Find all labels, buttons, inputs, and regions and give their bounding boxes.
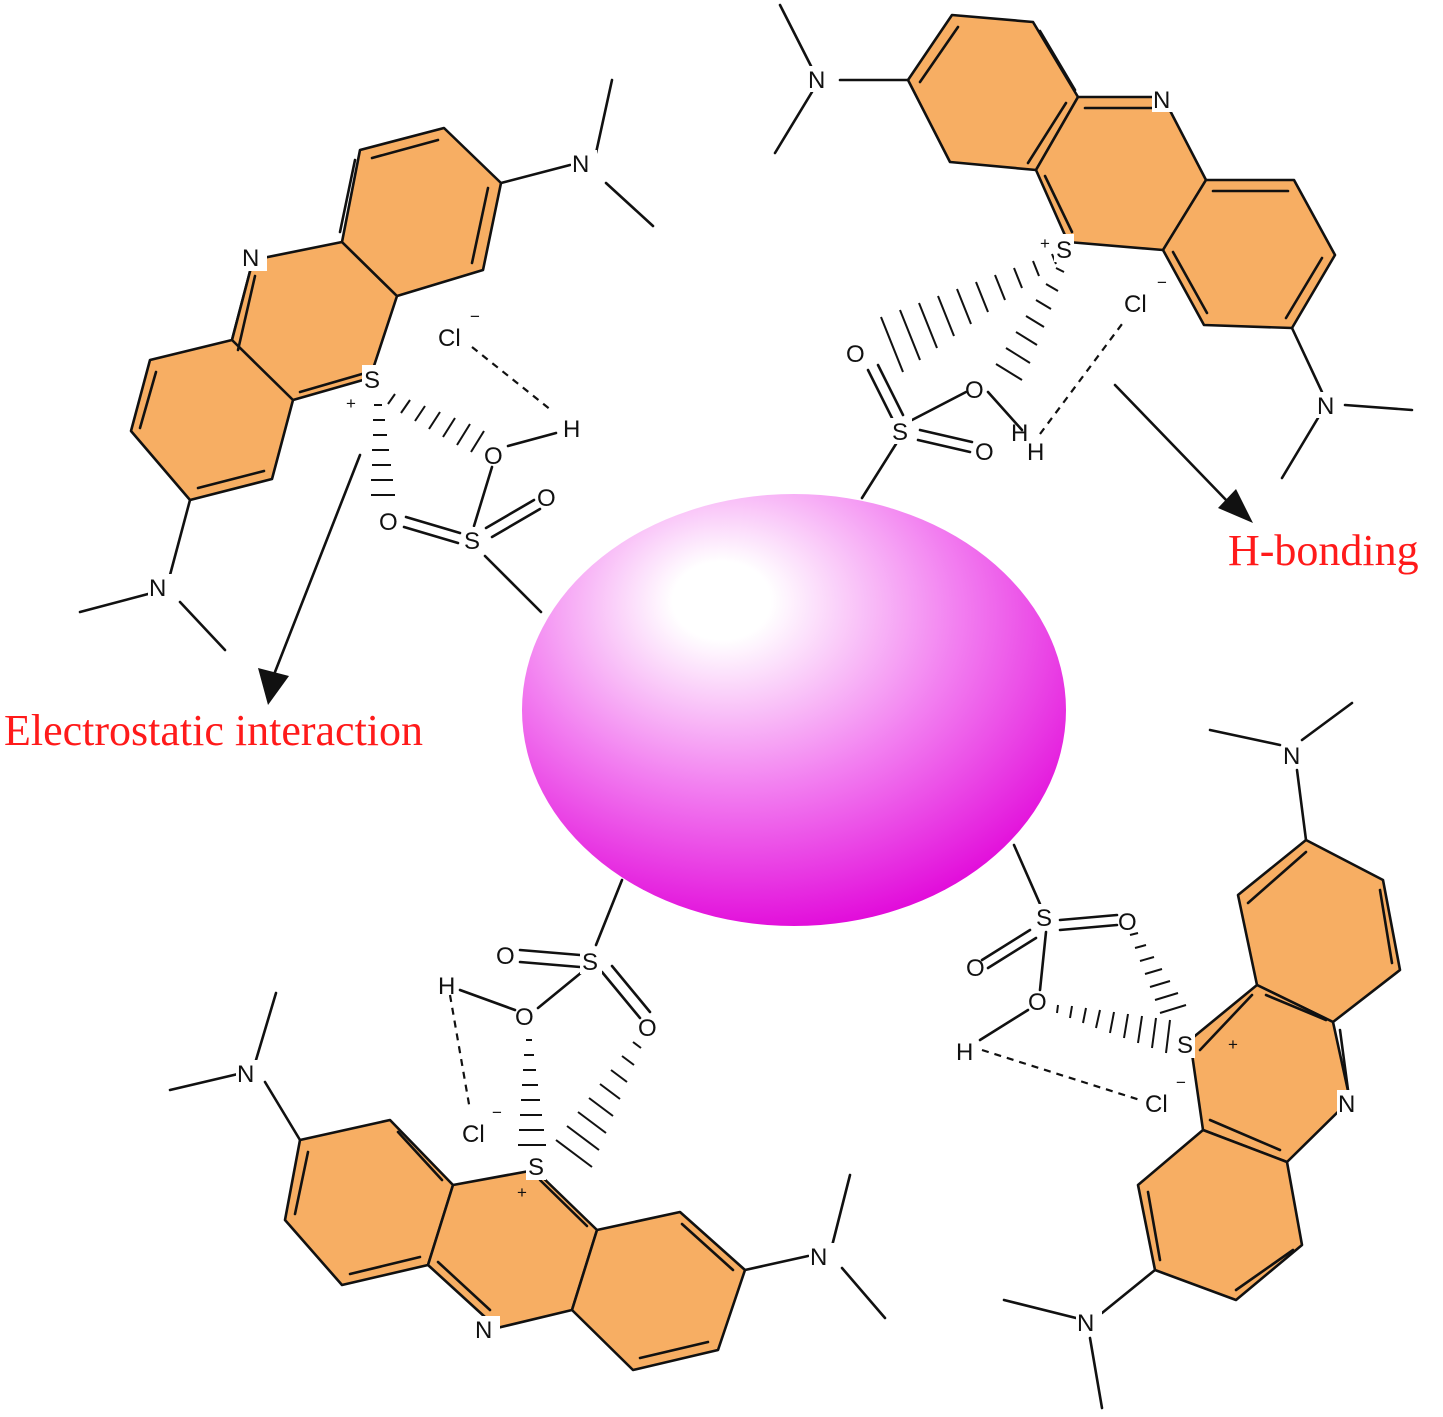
nitrogen-atom: N [1317, 393, 1334, 420]
nitrogen-atom: N [810, 1244, 827, 1271]
sulfur-atom: S [1177, 1032, 1193, 1059]
ring-left [283, 1118, 455, 1287]
nitrogen-atom: N [242, 245, 259, 272]
minus-charge: − [1157, 273, 1167, 292]
minus-charge: − [1176, 1073, 1186, 1092]
hatch-s-oh [387, 393, 485, 453]
chloride-ion: Cl [1145, 1091, 1168, 1118]
nitrogen-atom: N [1338, 1091, 1355, 1118]
hydrogen-atom: H [1011, 420, 1028, 447]
oxygen-atom: O [975, 439, 994, 466]
oxygen-atom: O [965, 377, 984, 404]
nitrogen-atom: N [237, 1061, 254, 1088]
oxygen-atom: O [638, 1015, 657, 1042]
oxygen-atom: O [484, 443, 503, 470]
arrow-head-h-bonding [1218, 489, 1253, 523]
hatch-s-o [1129, 932, 1187, 1014]
hydrogen-atom: H [956, 1039, 973, 1066]
plus-charge: + [346, 394, 356, 413]
hatch-s-oh [1056, 1004, 1171, 1054]
hatch-s-o [880, 253, 1057, 373]
plus-charge: + [1228, 1035, 1238, 1054]
sulfur-atom: S [1036, 905, 1052, 932]
methylene-blue-top-left: N N N S + Cl − H O O S O [78, 78, 655, 705]
chloride-ion: Cl [438, 325, 461, 352]
hydrogen-atom: H [1027, 439, 1044, 466]
ring-right [570, 1210, 747, 1372]
sulfur-atom: S [528, 1154, 544, 1181]
adsorbent-sphere [522, 494, 1066, 926]
minus-charge: − [470, 307, 480, 326]
chloride-ion: Cl [1124, 291, 1147, 318]
hydrogen-atom: H [438, 973, 455, 1000]
nitrogen-atom: N [475, 1317, 492, 1344]
sulfur-atom: S [582, 949, 598, 976]
ring-middle [426, 1168, 599, 1330]
hatch-s-oh [518, 1039, 546, 1146]
nitrogen-atom: N [1077, 1310, 1094, 1337]
oxygen-atom: O [379, 509, 398, 536]
nitrogen-atom: N [1283, 743, 1300, 770]
plus-charge: + [1040, 234, 1050, 253]
sulfur-atom: S [1056, 237, 1072, 264]
oxygen-atom: O [537, 485, 556, 512]
nitrogen-atom: N [149, 575, 166, 602]
hatch-s-oh [995, 267, 1065, 381]
oxygen-atom: O [515, 1004, 534, 1031]
hydrogen-atom: H [563, 416, 580, 443]
h-bonding-label: H-bonding [1228, 526, 1419, 575]
oxygen-atom: O [966, 955, 985, 982]
sulfur-atom: S [892, 419, 908, 446]
methylene-blue-bottom-left: N N N S + Cl − H O O S O [168, 878, 887, 1372]
ring-bottom [1136, 1128, 1304, 1302]
oxygen-atom: O [1118, 909, 1137, 936]
nitrogen-atom: N [572, 151, 589, 178]
nitrogen-atom: N [1153, 87, 1170, 114]
minus-charge: − [492, 1103, 502, 1122]
sulfur-atom: S [364, 367, 380, 394]
sulfur-atom: S [464, 528, 480, 555]
nitrogen-atom: N [808, 67, 825, 94]
oxygen-atom: O [846, 341, 865, 368]
electrostatic-interaction-label: Electrostatic interaction [4, 706, 423, 755]
hatch-s-o [371, 404, 395, 496]
methylene-blue-top-right: N N N S + Cl − O O H S O H [773, 3, 1414, 523]
oxygen-atom: O [496, 943, 515, 970]
chloride-ion: Cl [462, 1121, 485, 1148]
arrow-head-electrostatic [258, 668, 289, 705]
hatch-s-o [555, 1041, 642, 1168]
plus-charge: + [517, 1183, 527, 1202]
methylene-blue-bottom-right: N N N S + Cl − H O O S O [956, 701, 1402, 1410]
oxygen-atom: O [1028, 989, 1047, 1016]
